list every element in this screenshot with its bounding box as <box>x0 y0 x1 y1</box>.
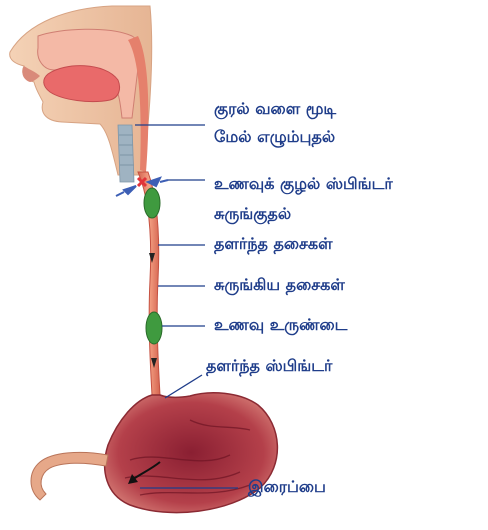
label-contracted-muscles: சுருங்கிய தசைகள் <box>214 275 345 295</box>
label-sphincter-contracts: உணவுக் குழல் ஸ்பிங்டர் சுருங்குதல் <box>214 169 393 229</box>
food-bolus-middle <box>146 312 162 344</box>
arrow-left-blue-icon <box>116 186 136 196</box>
label-relaxed-sphincter: தளர்ந்த ஸ்பிங்டர் <box>206 356 332 376</box>
label-relaxed-muscles: தளர்ந்த தசைகள் <box>214 234 333 254</box>
label-food-bolus: உணவு உருண்டை <box>214 315 347 335</box>
label-epiglottis: குரல் வளை மூடி மேல் எழும்புதல் <box>214 95 336 151</box>
food-bolus-upper <box>144 188 160 218</box>
head-profile <box>10 6 152 182</box>
stomach <box>31 393 277 513</box>
label-stomach: இரைப்பை <box>248 477 326 497</box>
